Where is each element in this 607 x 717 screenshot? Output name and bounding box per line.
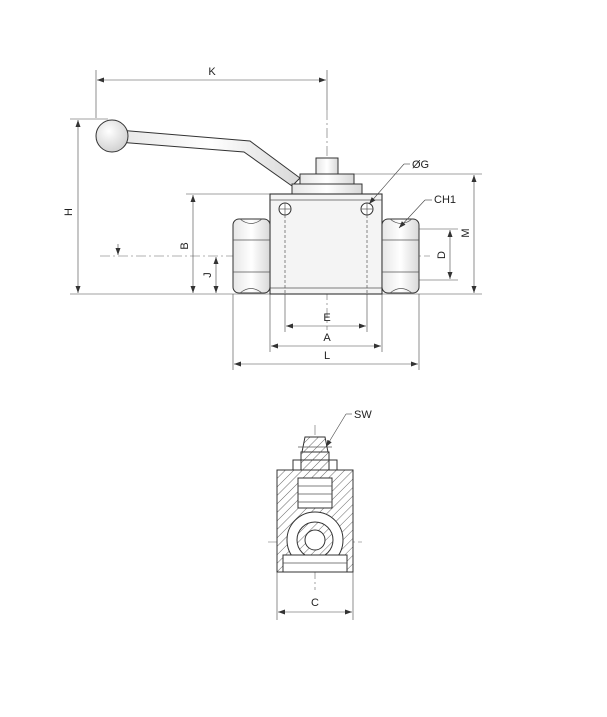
dimension-label-j: J	[202, 272, 214, 278]
handle-knob	[95, 119, 129, 153]
dimension-label-b: B	[179, 242, 191, 249]
dimension-l: L	[232, 294, 420, 370]
dimension-d: D	[419, 228, 458, 281]
dimension-label-g: ØG	[412, 159, 429, 171]
dimension-label-l: L	[324, 350, 330, 362]
dimension-label-sw: SW	[354, 409, 372, 421]
dimension-label-m: M	[460, 228, 472, 237]
dimension-e: E	[284, 294, 368, 332]
dimension-label-d: D	[436, 251, 448, 259]
dimension-sw: SW	[325, 409, 372, 448]
dimension-label-ch1: CH1	[434, 194, 456, 206]
dimension-label-a: A	[323, 332, 331, 344]
right-hex-port	[381, 218, 420, 294]
dimension-b: B	[179, 193, 270, 293]
dimension-h: H	[63, 118, 270, 295]
dimension-label-c: C	[311, 597, 319, 609]
dimension-label-e: E	[323, 312, 330, 324]
dimension-a: A	[269, 294, 383, 352]
handle-lever	[95, 119, 301, 187]
left-hex-port	[232, 218, 271, 294]
section-view: SW C	[268, 409, 372, 620]
section-stem	[292, 436, 338, 471]
dimension-g: ØG	[368, 159, 429, 205]
dimension-c: C	[276, 572, 354, 620]
dimension-k: K	[95, 66, 328, 118]
mounting-holes	[278, 202, 374, 294]
stem-assembly	[291, 157, 363, 195]
dimension-m: M	[354, 173, 482, 295]
dimension-label-k: K	[208, 66, 216, 78]
dimension-j: J	[202, 257, 219, 293]
front-view: K H B J ØG	[63, 66, 482, 370]
dimension-ch1: CH1	[398, 194, 456, 229]
dimension-label-h: H	[63, 208, 75, 216]
